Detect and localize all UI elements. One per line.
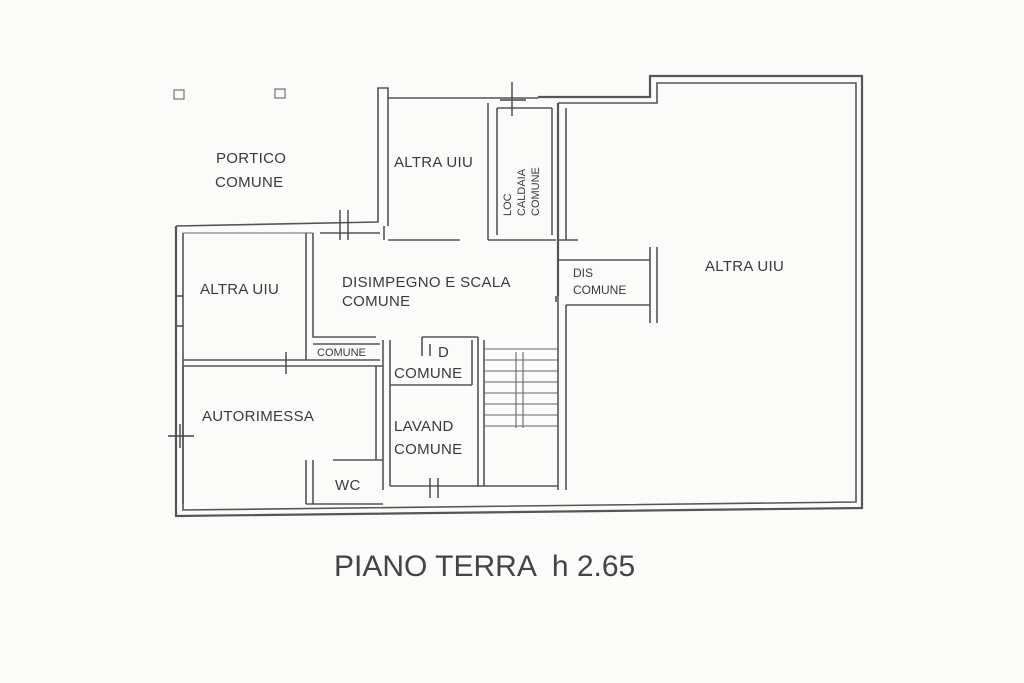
label-lavand-comune: COMUNE — [394, 441, 462, 458]
room-labels: PORTICO COMUNE ALTRA UIU LOC CALDAIA COM… — [200, 150, 784, 494]
label-comune-small: COMUNE — [317, 347, 366, 359]
label-dis: DIS — [573, 266, 593, 280]
label-portico-comune: COMUNE — [215, 174, 283, 191]
label-wc: WC — [335, 477, 361, 494]
label-caldaia: CALDAIA — [516, 168, 528, 216]
label-caldaia-comune: COMUNE — [530, 167, 542, 216]
label-dis-comune: COMUNE — [573, 283, 626, 297]
label-autorimessa: AUTORIMESSA — [202, 408, 314, 425]
label-disimpegno: DISIMPEGNO E SCALA — [342, 274, 511, 291]
label-loc: LOC — [502, 193, 514, 216]
label-lavand: LAVAND — [394, 418, 454, 435]
plan-title: PIANO TERRA h 2.65 — [334, 550, 635, 583]
label-portico: PORTICO — [216, 150, 286, 167]
internal-walls — [176, 98, 658, 505]
pillar-marker — [274, 88, 286, 99]
label-disimpegno-comune: COMUNE — [342, 293, 410, 310]
label-altra-uiu-left: ALTRA UIU — [200, 281, 279, 298]
staircase — [484, 348, 558, 428]
label-d-comune: COMUNE — [394, 365, 462, 382]
label-d: D — [438, 344, 449, 361]
pillar-marker — [173, 89, 185, 100]
label-altra-uiu-right: ALTRA UIU — [705, 258, 784, 275]
outer-walls — [174, 74, 864, 518]
door-markers — [168, 82, 526, 498]
label-altra-uiu-top: ALTRA UIU — [394, 154, 473, 171]
